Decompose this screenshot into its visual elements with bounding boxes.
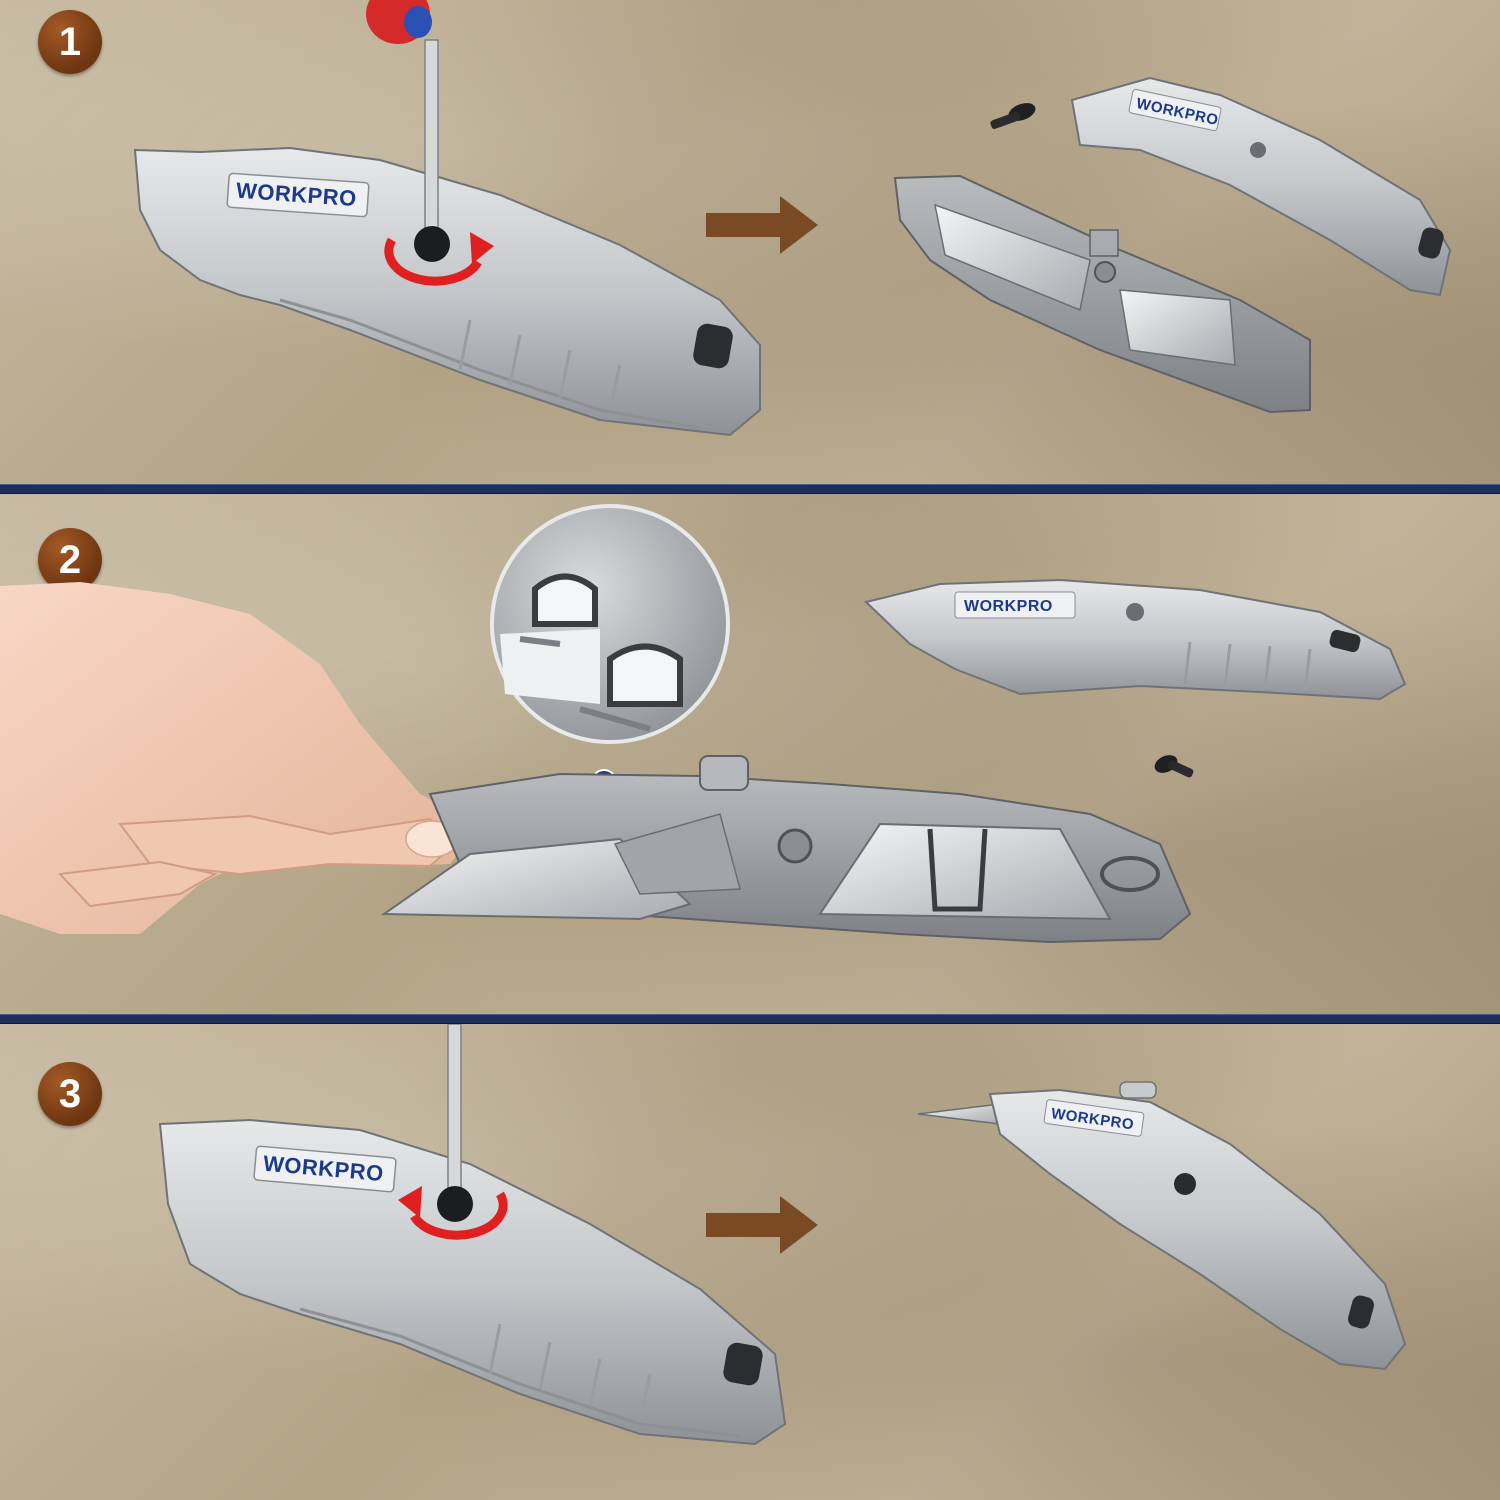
screwdriver-icon [366,0,450,262]
knife-cover-half: WORKPRO [863,578,1407,701]
screwdriver-icon [437,1024,473,1222]
step-1-panel: 1 [0,0,1500,484]
rotate-arrow-icon [384,232,494,286]
right-arrow-icon [706,1196,818,1254]
step-2-badge: 2 [38,528,102,592]
zoom-detail [490,504,730,795]
step-2-illustration: WORKPRO [0,504,1407,944]
step-1-badge: 1 [38,10,102,74]
utility-knife-assembled: WORKPRO [917,1081,1407,1371]
hand [0,582,470,934]
screw-icon [1154,755,1194,778]
step-1-illustration: WORKPRO [133,0,1452,437]
brand-label: WORKPRO [964,598,1053,615]
section-divider [0,1014,1500,1024]
section-divider [0,484,1500,494]
knife-open-half [893,174,1311,414]
right-arrow-icon [706,196,818,254]
knife-open-with-blades [380,755,1192,944]
knife-cover-half: WORKPRO [1070,76,1452,297]
rotate-arrow-icon [398,1186,508,1240]
step-3-illustration: WORKPRO [158,1024,1407,1446]
screw-icon [990,103,1036,129]
utility-knife-closed: WORKPRO [133,146,761,437]
step-2-panel: 2 [0,494,1500,1014]
step-3-badge: 3 [38,1062,102,1126]
step-3-panel: 3 [0,1024,1500,1500]
utility-knife-closed: WORKPRO [158,1118,787,1446]
